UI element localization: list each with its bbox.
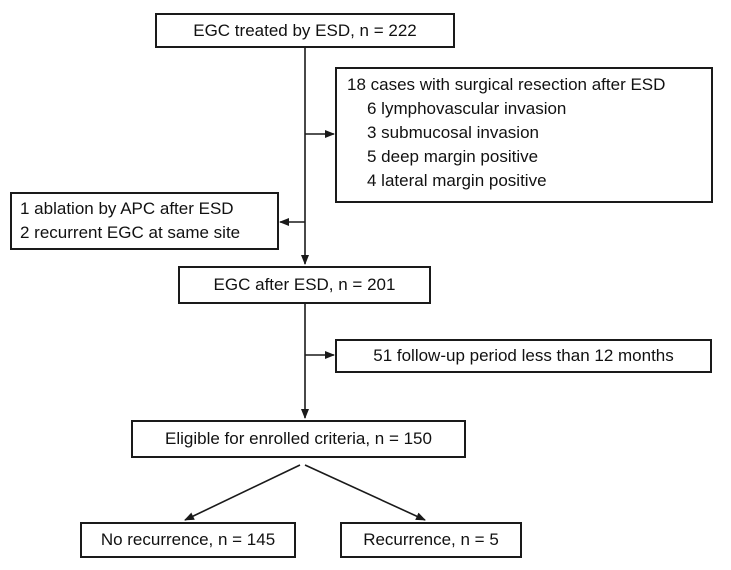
surgical-exclusion-item: 4 lateral margin positive — [367, 171, 547, 190]
split-arrow-no-recurrence — [184, 464, 301, 521]
surgical-exclusion-item: 6 lymphovascular invasion — [367, 99, 567, 118]
surgical-exclusion-item: 5 deep margin positive — [367, 147, 539, 166]
node-start: EGC treated by ESD, n = 222 — [155, 13, 455, 48]
node-after-esd-label: EGC after ESD, n = 201 — [213, 275, 396, 294]
node-no-recurrence: No recurrence, n = 145 — [80, 522, 296, 558]
surgical-exclusion-item: 3 submucosal invasion — [367, 123, 539, 142]
node-start-label: EGC treated by ESD, n = 222 — [193, 20, 417, 40]
node-surgical-exclusion: 18 cases with surgical resection after E… — [335, 67, 713, 203]
node-eligible: Eligible for enrolled criteria, n = 150 — [131, 420, 466, 458]
split-arrow-recurrence — [304, 464, 426, 521]
other-exclusion-item: 1 ablation by APC after ESD — [20, 199, 234, 218]
other-exclusion-item: 2 recurrent EGC at same site — [20, 223, 241, 242]
node-followup-exclusion: 51 follow-up period less than 12 months — [335, 339, 712, 373]
surgical-exclusion-title: 18 cases with surgical resection after E… — [347, 75, 666, 94]
node-eligible-label: Eligible for enrolled criteria, n = 150 — [165, 429, 432, 448]
node-after-esd: EGC after ESD, n = 201 — [178, 266, 431, 304]
node-followup-exclusion-label: 51 follow-up period less than 12 months — [373, 346, 674, 365]
node-other-exclusion: 1 ablation by APC after ESD 2 recurrent … — [10, 192, 279, 250]
node-no-recurrence-label: No recurrence, n = 145 — [100, 530, 276, 549]
node-recurrence: Recurrence, n = 5 — [340, 522, 522, 558]
node-recurrence-label: Recurrence, n = 5 — [363, 530, 499, 549]
